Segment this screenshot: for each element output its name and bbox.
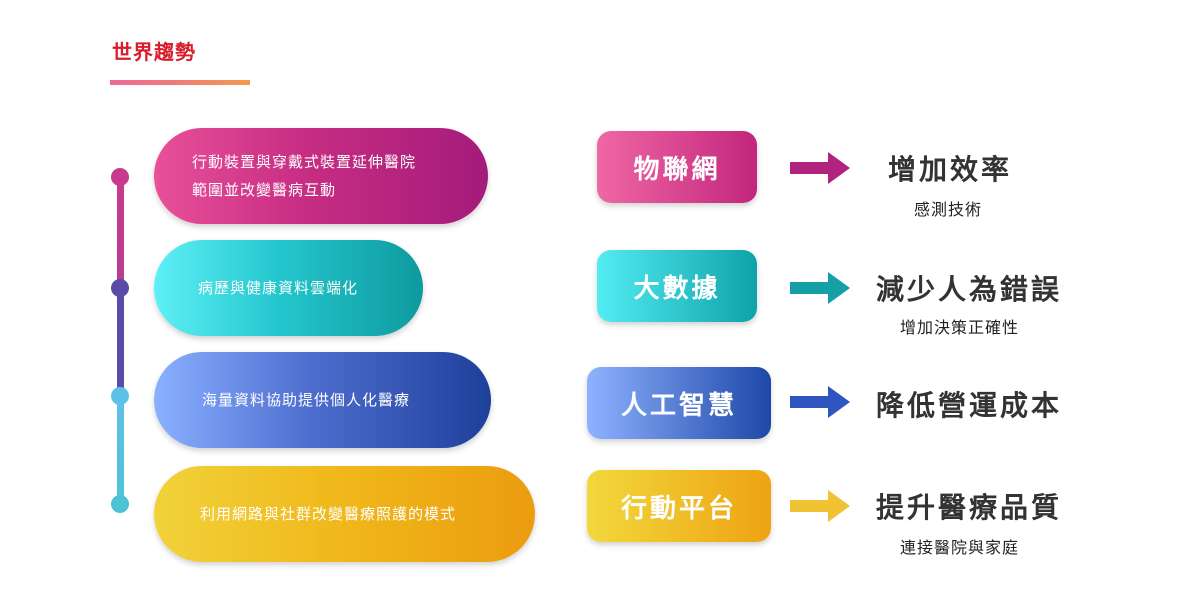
result-subtitle: 感測技術 <box>914 200 983 219</box>
arrow-right-icon <box>790 272 850 304</box>
pill-text-line: 行動裝置與穿戴式裝置延伸醫院 <box>192 153 417 171</box>
result-subtitle: 增加決策正確性 <box>900 318 1020 337</box>
pill-text-line: 病歷與健康資料雲端化 <box>198 279 359 297</box>
badge-mobile-platform: 行動平台 <box>587 470 771 542</box>
page-title: 世界趨勢 <box>112 40 196 64</box>
timeline-pill-social-network-care: 利用網路與社群改變醫療照護的模式 <box>154 466 535 562</box>
title-underline <box>110 80 250 85</box>
badge-ai: 人工智慧 <box>587 367 771 439</box>
timeline-pill-personalized-medicine: 海量資料協助提供個人化醫療 <box>154 352 491 448</box>
pill-text-line: 海量資料協助提供個人化醫療 <box>202 391 411 409</box>
result-title: 增加效率 <box>888 153 1013 186</box>
pill-text-line: 範圍並改變醫病互動 <box>192 181 337 199</box>
timeline-dot <box>111 495 129 513</box>
badge-big-data: 大數據 <box>597 250 757 322</box>
badge-iot: 物聯網 <box>597 131 757 203</box>
timeline-dot <box>111 168 129 186</box>
result-title: 減少人為錯誤 <box>876 273 1063 306</box>
result-title: 提升醫療品質 <box>876 491 1063 524</box>
timeline-pill-mobile-wearables: 行動裝置與穿戴式裝置延伸醫院 範圍並改變醫病互動 <box>154 128 488 224</box>
pill-text-line: 利用網路與社群改變醫療照護的模式 <box>200 505 457 523</box>
timeline-dot <box>111 279 129 297</box>
timeline-line-segment <box>117 176 124 288</box>
timeline-pill-cloud-records: 病歷與健康資料雲端化 <box>154 240 423 336</box>
arrow-right-icon <box>790 490 850 522</box>
timeline-dot <box>111 387 129 405</box>
arrow-right-icon <box>790 152 850 184</box>
result-subtitle: 連接醫院與家庭 <box>900 538 1020 557</box>
timeline-line-segment <box>117 396 124 504</box>
result-title: 降低營運成本 <box>876 389 1063 422</box>
arrow-right-icon <box>790 386 850 418</box>
timeline-line-segment <box>117 288 124 396</box>
